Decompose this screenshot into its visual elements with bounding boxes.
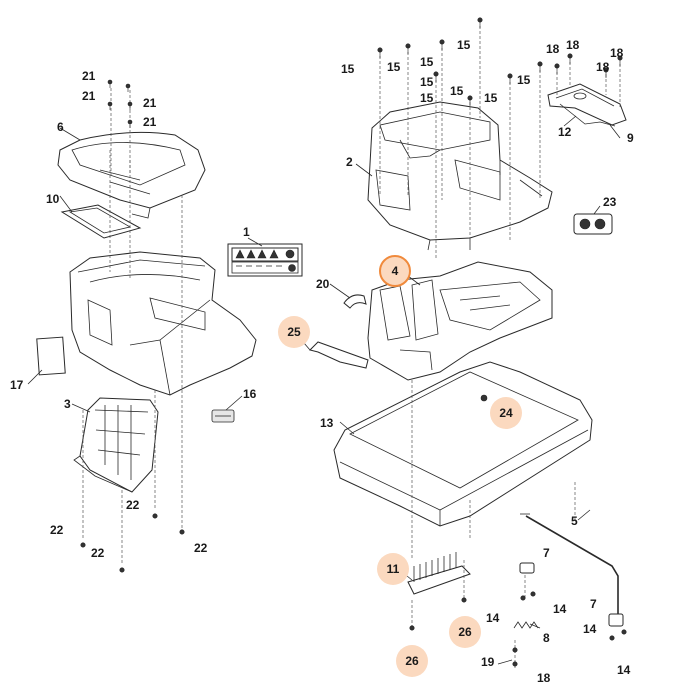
callout-18c: 18 — [610, 46, 624, 60]
part-1-warning-label — [227, 243, 303, 277]
callout-18a: 18 — [546, 42, 560, 56]
callout-19: 19 — [481, 655, 495, 669]
callout-7b: 7 — [590, 597, 597, 611]
callout-14a: 14 — [486, 611, 500, 625]
callout-15d: 15 — [420, 55, 434, 69]
callout-15h: 15 — [420, 91, 434, 105]
callout-14c: 14 — [583, 622, 597, 636]
callout-15a: 15 — [457, 38, 471, 52]
callout-3: 3 — [64, 397, 71, 411]
callout-21a: 21 — [82, 69, 96, 83]
callout-14b: 14 — [553, 602, 567, 616]
callout-22c: 22 — [91, 546, 105, 560]
callout-22a: 22 — [126, 498, 140, 512]
part-24-bolt — [480, 394, 488, 402]
callout-16: 16 — [243, 387, 257, 401]
part-13-tray — [333, 361, 593, 527]
callout-18e: 18 — [537, 671, 551, 685]
callout-18d: 18 — [596, 60, 610, 74]
callout-2: 2 — [346, 155, 353, 169]
callout-15e: 15 — [420, 75, 434, 89]
part-23-knobs — [573, 213, 613, 235]
callout-15c: 15 — [387, 60, 401, 74]
callout-5: 5 — [571, 514, 578, 528]
callout-12-highlight: 11 — [377, 553, 409, 585]
part-3-insert — [73, 397, 159, 493]
callout-23: 23 — [603, 195, 617, 209]
part-25-rod — [309, 341, 369, 369]
callout-8: 8 — [543, 631, 550, 645]
callout-1: 1 — [243, 225, 250, 239]
callout-14d: 14 — [617, 663, 631, 677]
part-5-bar — [520, 513, 619, 626]
callout-15b: 15 — [341, 62, 355, 76]
callout-10: 10 — [46, 192, 60, 206]
part-20-clip — [343, 294, 367, 309]
part-8-spring — [513, 621, 539, 629]
part-16-clip — [211, 409, 235, 423]
part-17-label — [36, 336, 66, 376]
callout-22b: 22 — [50, 523, 64, 537]
part-7-clip-b — [608, 613, 624, 627]
screws — [80, 17, 627, 667]
callout-4-highlight: 4 — [379, 255, 411, 287]
callout-26-highlight-a: 26 — [449, 616, 481, 648]
callout-20: 20 — [316, 277, 330, 291]
callout-17: 17 — [10, 378, 24, 392]
callout-22d: 22 — [194, 541, 208, 555]
part-12-comb — [407, 552, 471, 595]
callout-15j: 15 — [484, 91, 498, 105]
part-7-clip-a — [519, 562, 535, 574]
callout-11: 12 — [558, 125, 572, 139]
left-housing — [69, 251, 257, 396]
callout-6: 6 — [57, 120, 64, 134]
callout-21c: 21 — [143, 96, 157, 110]
part-2-upper-housing — [367, 101, 553, 251]
assembly-lines — [82, 26, 621, 670]
part-9-handle — [547, 83, 627, 127]
part-6-lid — [57, 131, 206, 219]
callout-25-highlight: 25 — [278, 316, 310, 348]
part-10-gasket — [60, 204, 142, 239]
callout-26-highlight-b: 26 — [396, 645, 428, 677]
callout-21d: 21 — [143, 115, 157, 129]
callout-21b: 21 — [82, 89, 96, 103]
callout-18b: 18 — [566, 38, 580, 52]
callout-24-highlight: 24 — [490, 397, 522, 429]
callout-13: 13 — [320, 416, 334, 430]
callout-9: 9 — [627, 131, 634, 145]
callout-15f: 15 — [517, 73, 531, 87]
callout-15i: 15 — [450, 84, 464, 98]
callout-7a: 7 — [543, 546, 550, 560]
